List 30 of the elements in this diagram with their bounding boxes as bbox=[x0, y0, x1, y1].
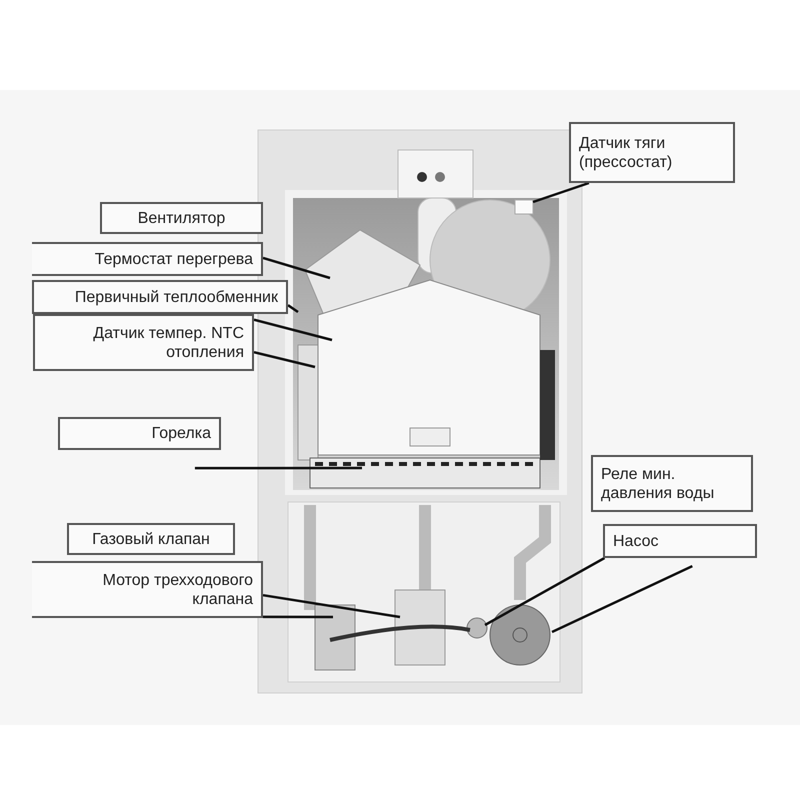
part-label: Датчик тяги (прессостат) bbox=[579, 134, 674, 172]
part-label: Горелка bbox=[150, 424, 211, 443]
leader-line bbox=[287, 304, 299, 314]
leader-line bbox=[254, 350, 316, 368]
leader-line bbox=[262, 594, 400, 618]
part-label: Насос bbox=[613, 532, 660, 550]
part-label: Датчик темпер. NTC отопления bbox=[92, 324, 244, 362]
leader-line bbox=[551, 565, 693, 634]
label-box bbox=[33, 314, 254, 371]
label-box bbox=[591, 455, 753, 512]
part-label: Реле мин. давления воды bbox=[601, 464, 716, 502]
label-box bbox=[603, 524, 757, 558]
label-box bbox=[32, 242, 263, 276]
part-label: Первичный теплообменник bbox=[74, 288, 278, 306]
label-box bbox=[569, 122, 735, 183]
leader-line bbox=[532, 182, 590, 204]
label-box bbox=[32, 561, 263, 618]
leader-line bbox=[194, 466, 362, 470]
part-label: Вентилятор bbox=[136, 208, 226, 228]
leader-line bbox=[254, 318, 332, 342]
part-label: Термостат перегрева bbox=[94, 250, 253, 268]
part-label: Мотор трехходового клапана bbox=[102, 570, 253, 608]
leader-line bbox=[262, 256, 330, 280]
label-box bbox=[100, 202, 263, 234]
label-box bbox=[58, 417, 221, 450]
part-label: Газовый клапан bbox=[91, 530, 211, 548]
leader-line bbox=[484, 556, 606, 626]
label-box bbox=[67, 523, 235, 555]
leader-line bbox=[263, 616, 333, 618]
label-box bbox=[32, 280, 288, 314]
